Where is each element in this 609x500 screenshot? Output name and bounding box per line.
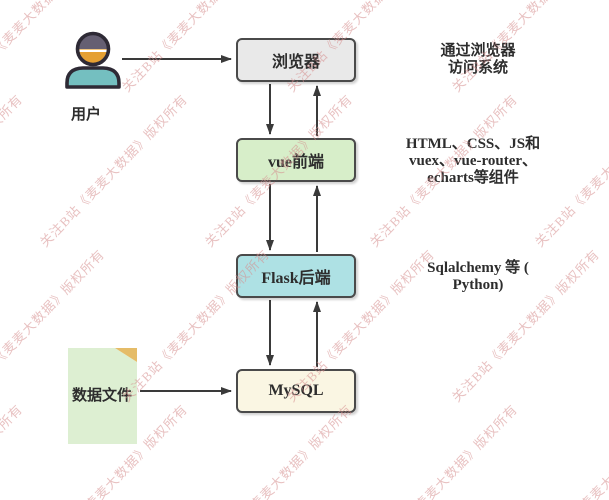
user-label: 用户 — [70, 107, 102, 123]
watermark-text: 关注B站《麦麦大数据》版权所有 — [0, 91, 26, 250]
watermark-text: 关注B站《麦麦大数据》版权所有 — [531, 91, 609, 250]
annotation-line: vuex、vue-router、 — [408, 153, 538, 169]
annotation-line: 通过浏览器 — [440, 43, 516, 59]
node-flask-label: Flask后端 — [261, 270, 331, 287]
watermark-text: 关注B站《麦麦大数据》版权所有 — [36, 91, 191, 250]
node-browser-label: 浏览器 — [271, 54, 320, 71]
node-flask-backend: Flask后端 — [236, 254, 356, 298]
node-vue-frontend: vue前端 — [236, 138, 356, 182]
annotation-line: 访问系统 — [447, 60, 509, 76]
node-mysql: MySQL — [236, 369, 356, 413]
watermark-text: 关注B站《麦麦大数据》版权所有 — [0, 0, 108, 95]
watermark-text: 关注B站《麦麦大数据》版权所有 — [366, 401, 521, 500]
node-mysql-label: MySQL — [268, 382, 324, 399]
user-icon — [65, 31, 121, 89]
datafile-label: 数据文件 — [71, 388, 133, 404]
watermark-text: 关注B站《麦麦大数据》版权所有 — [0, 401, 26, 500]
annotation-sqlalchemy: Sqlalchemy 等 ( Python) — [427, 260, 529, 294]
annotation-line: echarts等组件 — [427, 170, 519, 186]
watermark-text: 关注B站《麦麦大数据》版权所有 — [531, 401, 609, 500]
annotation-frontend-components: HTML、CSS、JS和 vuex、vue-router、 echarts等组件 — [406, 136, 540, 187]
node-browser: 浏览器 — [236, 38, 356, 82]
watermark-text: 关注B站《麦麦大数据》版权所有 — [36, 401, 191, 500]
annotation-line: HTML、CSS、JS和 — [405, 136, 541, 152]
annotation-browser-access: 通过浏览器 访问系统 — [440, 43, 515, 77]
annotation-line: Sqlalchemy 等 ( — [427, 260, 529, 276]
watermark-text: 关注B站《麦麦大数据》版权所有 — [0, 246, 108, 405]
node-vue-label: vue前端 — [267, 154, 324, 171]
watermark-text: 关注B站《麦麦大数据》版权所有 — [201, 401, 356, 500]
annotation-line: Python) — [452, 277, 504, 293]
